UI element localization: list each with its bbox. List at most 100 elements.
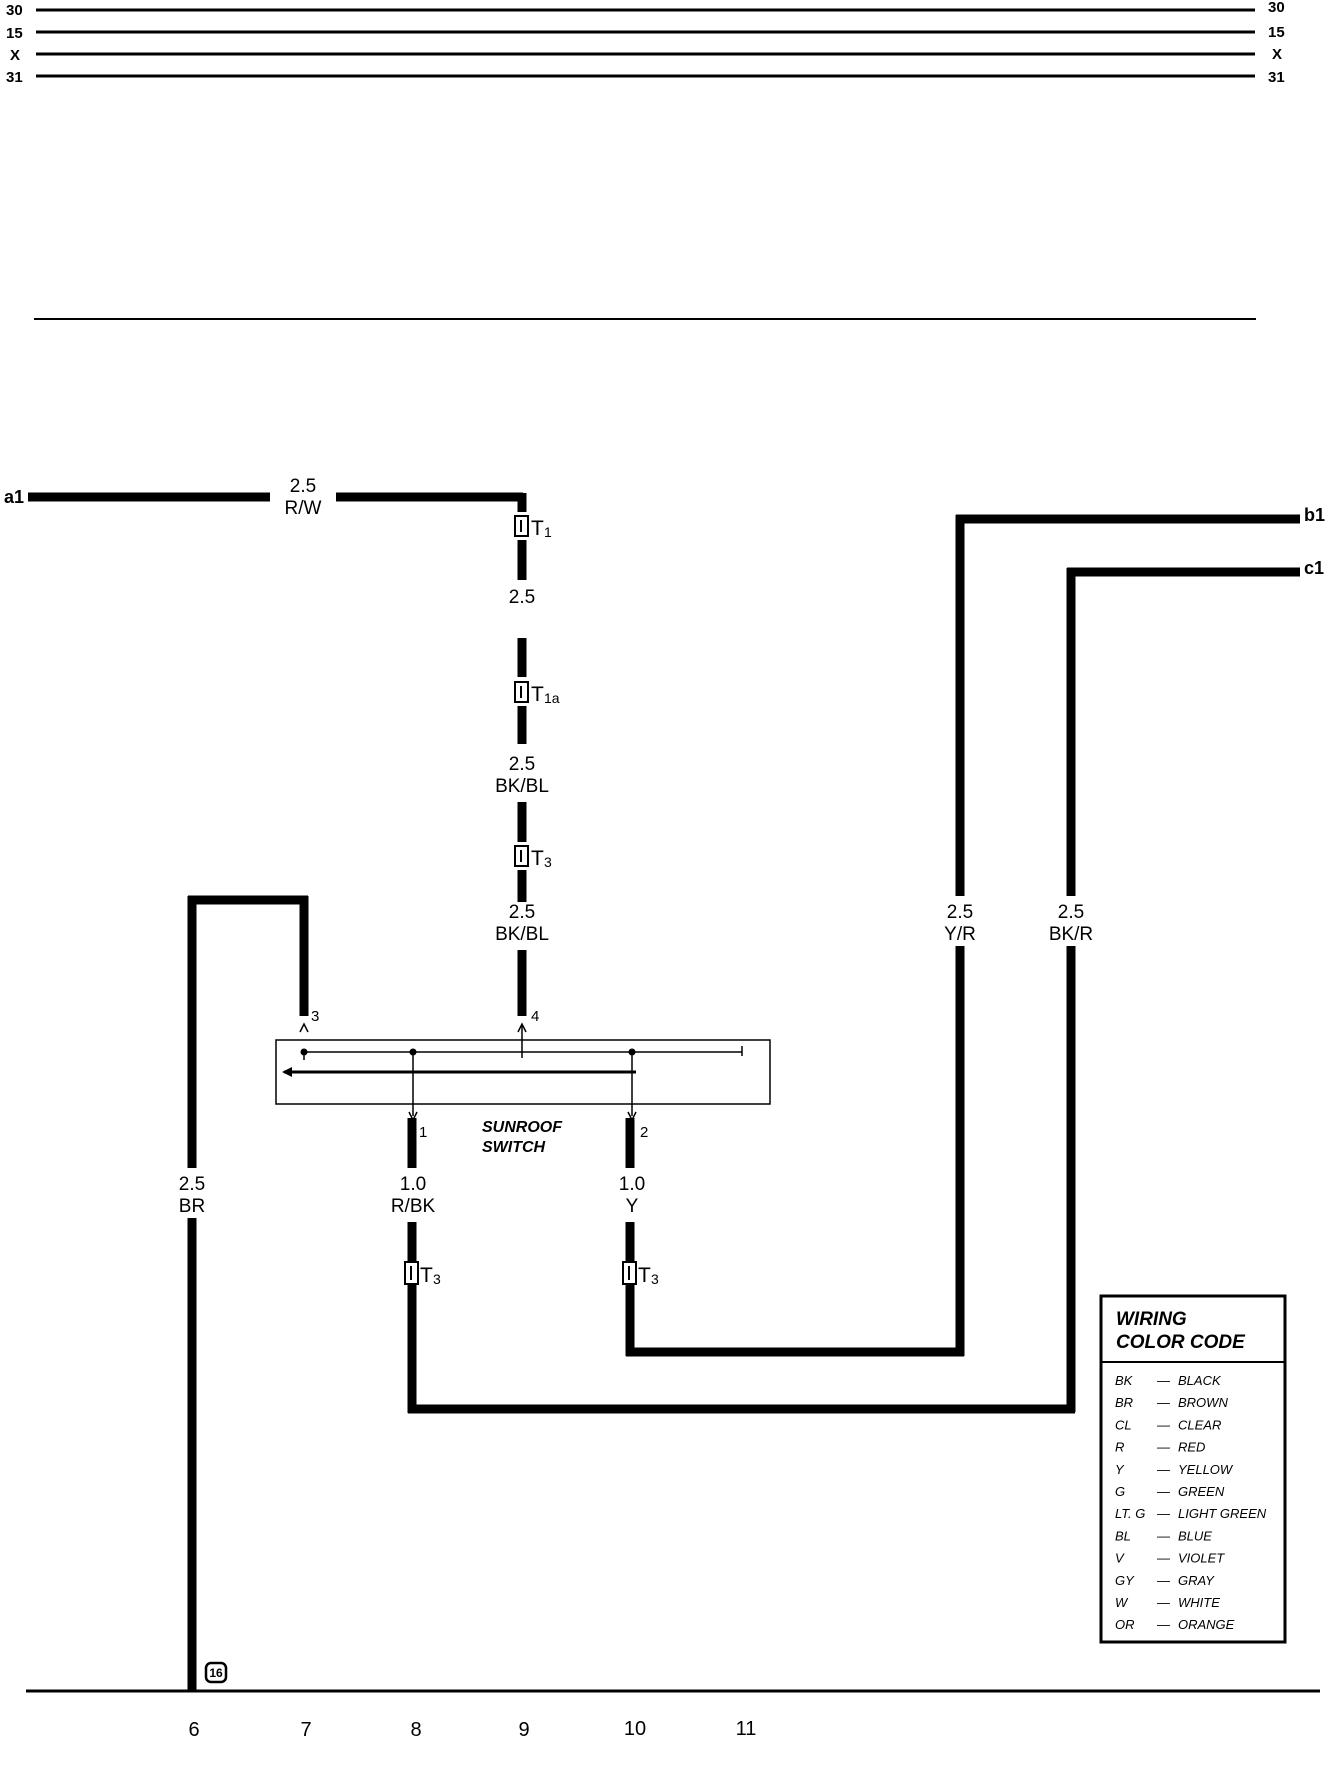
legend-item-dash: — bbox=[1156, 1551, 1171, 1566]
legend-item-name: YELLOW bbox=[1178, 1462, 1234, 1477]
legend-item-name: BLUE bbox=[1178, 1528, 1212, 1543]
wire-c1 bbox=[407, 567, 1300, 1414]
legend-item-name: LIGHT GREEN bbox=[1178, 1506, 1267, 1521]
column-11: 11 bbox=[736, 1718, 757, 1740]
bus-label-x-right: X bbox=[1272, 46, 1282, 63]
wire-t1a-t3-color: BK/BL bbox=[495, 776, 549, 797]
wire-a1 bbox=[28, 492, 527, 1016]
legend-item-name: BROWN bbox=[1178, 1395, 1228, 1410]
svg-text:1a: 1a bbox=[544, 690, 560, 706]
column-numbers: 6 7 8 9 10 11 bbox=[188, 1718, 756, 1741]
wire-t1-t1a-gauge: 2.5 bbox=[509, 587, 535, 608]
terminal-a1: a1 bbox=[4, 487, 24, 507]
bus-label-30-left: 30 bbox=[6, 2, 23, 19]
column-10: 10 bbox=[624, 1718, 646, 1740]
column-7: 7 bbox=[300, 1719, 311, 1741]
svg-text:T: T bbox=[420, 1264, 433, 1287]
switch-pin-2: 2 bbox=[640, 1124, 648, 1141]
bus-label-15-right: 15 bbox=[1268, 24, 1285, 41]
svg-text:T: T bbox=[531, 683, 544, 706]
legend-item: BK — BLACK bbox=[1115, 1373, 1222, 1388]
legend-item-name: CLEAR bbox=[1178, 1417, 1221, 1432]
bus-label-31-left: 31 bbox=[6, 69, 23, 86]
connector-t1: T 1 bbox=[514, 515, 552, 540]
wire-b1-gauge: 2.5 bbox=[947, 902, 973, 923]
legend-item-name: BLACK bbox=[1178, 1373, 1222, 1388]
legend-item: GY—GRAY bbox=[1115, 1573, 1215, 1588]
legend-item: R — RED bbox=[1115, 1440, 1205, 1455]
bus-label-15-left: 15 bbox=[6, 25, 23, 42]
legend-item-dash: — bbox=[1156, 1617, 1171, 1632]
legend-item: V — VIOLET bbox=[1115, 1551, 1225, 1566]
svg-text:16: 16 bbox=[209, 1666, 223, 1680]
legend-item-dash: — bbox=[1156, 1395, 1171, 1410]
terminal-b1: b1 bbox=[1304, 505, 1325, 525]
wire-c1-gauge: 2.5 bbox=[1058, 902, 1084, 923]
legend-title-line1: WIRING bbox=[1116, 1309, 1187, 1330]
legend-item-name: WHITE bbox=[1178, 1595, 1220, 1610]
column-8: 8 bbox=[410, 1719, 421, 1741]
svg-text:3: 3 bbox=[544, 854, 552, 870]
wire-a1-color: R/W bbox=[285, 498, 322, 519]
legend-item-code: G bbox=[1115, 1484, 1125, 1499]
wire-pin1-color: R/BK bbox=[391, 1196, 436, 1217]
legend-item: CL — CLEAR bbox=[1115, 1417, 1221, 1432]
legend-item-name: RED bbox=[1178, 1440, 1205, 1455]
terminal-c1: c1 bbox=[1304, 558, 1324, 578]
svg-text:T: T bbox=[531, 847, 544, 870]
bus-label-31-right: 31 bbox=[1268, 69, 1285, 86]
connector-t1a: T 1a bbox=[514, 681, 560, 706]
legend-item-dash: — bbox=[1156, 1528, 1171, 1543]
legend-item-name: ORANGE bbox=[1178, 1617, 1235, 1632]
legend-item-dash: — bbox=[1156, 1417, 1171, 1432]
legend-item: W—WHITE bbox=[1115, 1595, 1220, 1610]
legend-item: BR — BROWN bbox=[1115, 1395, 1228, 1410]
bus-label-x-left: X bbox=[10, 47, 20, 64]
wire-a1-gauge: 2.5 bbox=[290, 476, 316, 497]
legend-item-code: R bbox=[1115, 1440, 1124, 1455]
wire-t1a-t3-gauge: 2.5 bbox=[509, 754, 535, 775]
switch-pin-3: 3 bbox=[311, 1008, 319, 1025]
legend-item-name: GRAY bbox=[1178, 1573, 1215, 1588]
legend-item-code: LT. G bbox=[1115, 1506, 1145, 1521]
connector-t3-top: T 3 bbox=[514, 845, 552, 870]
legend-item: OR—ORANGE bbox=[1115, 1617, 1235, 1632]
legend-item-code: V bbox=[1115, 1551, 1125, 1566]
switch-pin-1: 1 bbox=[419, 1124, 427, 1141]
column-6: 6 bbox=[188, 1719, 199, 1741]
column-9: 9 bbox=[518, 1719, 529, 1741]
legend-item-dash: — bbox=[1156, 1373, 1171, 1388]
wire-t3-pin4-gauge: 2.5 bbox=[509, 902, 535, 923]
switch-label-line2: SWITCH bbox=[482, 1139, 546, 1156]
svg-text:3: 3 bbox=[651, 1271, 659, 1287]
legend-item-code: BK bbox=[1115, 1373, 1134, 1388]
legend-item-dash: — bbox=[1156, 1484, 1171, 1499]
legend-item-dash: — bbox=[1156, 1440, 1171, 1455]
sunroof-switch bbox=[275, 1022, 771, 1122]
wire-b1 bbox=[625, 514, 1300, 1357]
svg-text:T: T bbox=[531, 517, 544, 540]
svg-text:T: T bbox=[638, 1264, 651, 1287]
legend-items: BK — BLACK BR — BROWN CL — CLEAR R — RED Y — YELLOW G — G… bbox=[1115, 1373, 1267, 1632]
legend-item-code: Y bbox=[1115, 1462, 1125, 1477]
legend-item-code: CL bbox=[1115, 1417, 1132, 1432]
legend-item-code: BR bbox=[1115, 1395, 1133, 1410]
switch-pin-4: 4 bbox=[531, 1008, 539, 1025]
wire-ground-color: BR bbox=[179, 1196, 205, 1217]
legend-item-dash: — bbox=[1156, 1462, 1171, 1477]
legend-item-dash: — bbox=[1156, 1595, 1171, 1610]
wire-ground bbox=[187, 895, 309, 1692]
color-code-legend: WIRING COLOR CODE BK—BLACKBR—BROWNCL—CLE… bbox=[1099, 1294, 1287, 1644]
bus-lines: 30 15 X 31 30 15 X 31 bbox=[6, 0, 1285, 86]
ground-point-symbol: 16 bbox=[204, 1661, 228, 1684]
bus-label-30-right: 30 bbox=[1268, 0, 1285, 16]
legend-item: Y — YELLOW bbox=[1115, 1462, 1234, 1477]
legend-item-name: GREEN bbox=[1178, 1484, 1225, 1499]
wire-pin1-gauge: 1.0 bbox=[400, 1174, 426, 1195]
connector-t3-right: T 3 bbox=[622, 1261, 659, 1287]
wire-c1-color: BK/R bbox=[1049, 924, 1093, 945]
legend-item-name: VIOLET bbox=[1178, 1551, 1225, 1566]
legend-item: LT. G—LIGHT GREEN bbox=[1115, 1506, 1267, 1521]
svg-text:1: 1 bbox=[544, 524, 552, 540]
